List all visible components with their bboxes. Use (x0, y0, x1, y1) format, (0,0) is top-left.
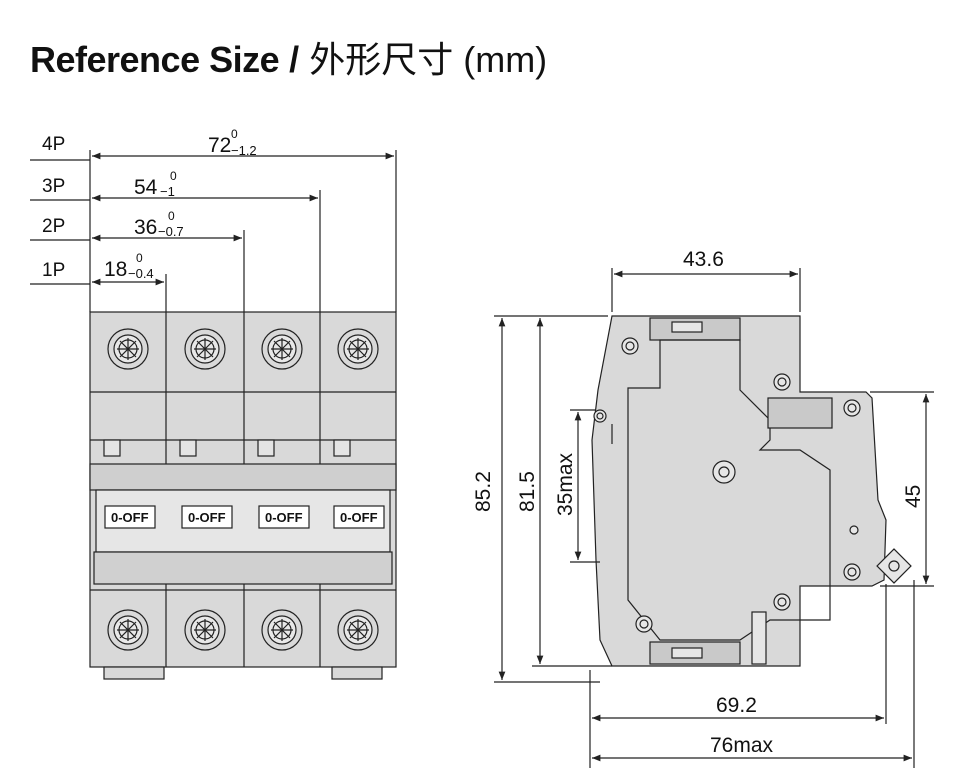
dim-height-total: 85.2 (472, 471, 495, 512)
front-row-1p: 1P 18 0 −0.4 (42, 251, 154, 281)
front-row-3p: 3P 54 0 −1 (42, 169, 177, 199)
dim-tol-upper: 0 (136, 251, 143, 265)
breaker-side-view (591, 315, 887, 667)
dim-nominal: 72 (208, 134, 231, 157)
rivet-icon (593, 409, 607, 423)
rivet-icon (712, 460, 736, 484)
rivet-icon (773, 593, 791, 611)
dim-width-top: 43.6 (683, 248, 724, 271)
dim-tol-upper: 0 (168, 209, 175, 223)
pole-label: 2P (42, 216, 65, 237)
terminal-screw-icon (184, 609, 226, 651)
switch-label: 0-OFF (111, 510, 149, 525)
terminal-screw-icon (337, 328, 379, 370)
front-dimension-table (30, 150, 397, 312)
dim-tol-upper: 0 (170, 169, 177, 183)
pole-label: 1P (42, 260, 65, 281)
side-dimension-lines (494, 268, 934, 768)
title-separator: / (289, 39, 300, 80)
dim-tol-upper: 0 (231, 127, 238, 141)
terminal-screw-icon (107, 609, 149, 651)
switch-label: 0-OFF (188, 510, 226, 525)
dim-height-body: 81.5 (516, 471, 539, 512)
top-terminal-screws (107, 328, 379, 370)
dim-tol-lower: −1.2 (231, 143, 257, 158)
dim-depth-body: 69.2 (716, 694, 757, 717)
rivet-icon (773, 373, 791, 391)
rivet-icon (849, 525, 859, 535)
terminal-screw-icon (184, 328, 226, 370)
rivet-icon (621, 337, 639, 355)
switch-windows: 0-OFF 0-OFF 0-OFF 0-OFF (104, 505, 385, 529)
front-row-2p: 2P 36 0 −0.7 (42, 209, 184, 239)
terminal-screw-icon (337, 609, 379, 651)
rivet-icon (843, 399, 861, 417)
dim-nominal: 54 (134, 176, 158, 199)
front-row-4p: 4P 72 0 −1.2 (42, 127, 257, 158)
pole-label: 3P (42, 176, 65, 197)
terminal-screw-icon (261, 328, 303, 370)
bottom-terminal-screws (107, 609, 379, 651)
title-unit: (mm) (463, 39, 548, 80)
dim-tol-lower: −0.7 (158, 224, 184, 239)
title-chinese: 外形尺寸 (309, 39, 454, 80)
rivet-icon (843, 563, 861, 581)
page-title: Reference Size / 外形尺寸 (mm) (30, 38, 547, 82)
dim-depth-max: 76max (710, 734, 774, 757)
switch-label: 0-OFF (340, 510, 378, 525)
terminal-screw-icon (107, 328, 149, 370)
dim-nominal: 18 (104, 258, 127, 281)
dim-height-rail: 35max (554, 452, 577, 516)
dim-tol-lower: −1 (160, 184, 175, 199)
rivet-icon (635, 615, 653, 633)
dim-tol-lower: −0.4 (128, 266, 154, 281)
dim-height-right: 45 (902, 485, 925, 508)
terminal-clamp-icon (876, 548, 912, 584)
dim-nominal: 36 (134, 216, 157, 239)
switch-label: 0-OFF (265, 510, 303, 525)
side-view-screws (593, 337, 912, 633)
pole-label: 4P (42, 134, 65, 155)
handle-tabs (103, 439, 351, 457)
breaker-front-view (89, 311, 397, 680)
terminal-screw-icon (261, 609, 303, 651)
title-english: Reference Size (30, 39, 280, 80)
